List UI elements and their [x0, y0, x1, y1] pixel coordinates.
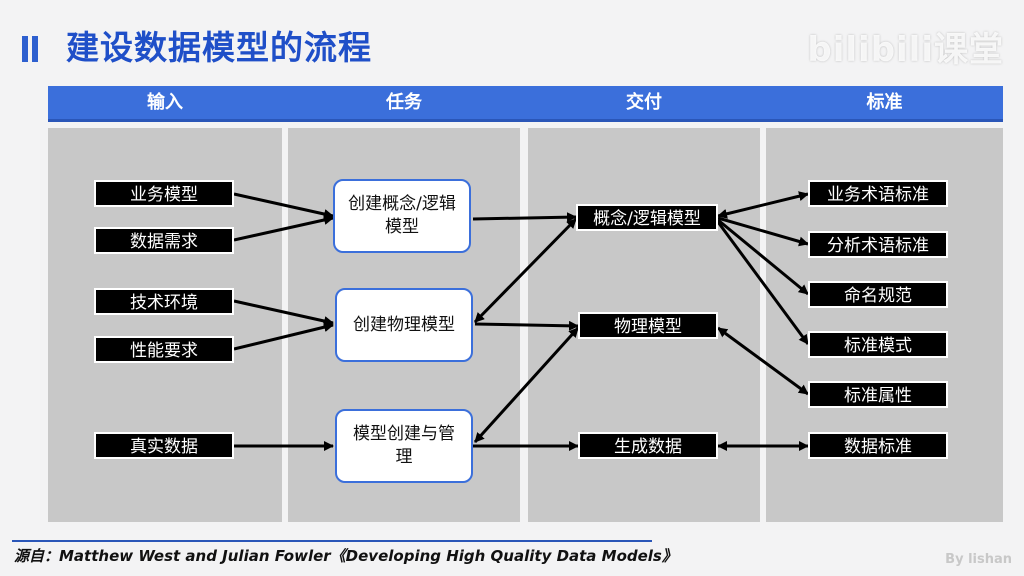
standard-attributes: 标准属性: [808, 381, 948, 408]
input-real-data: 真实数据: [94, 432, 234, 459]
task-model-creation-management: 模型创建与管理: [335, 409, 473, 483]
column-header-input: 输入: [147, 92, 183, 113]
source-citation: 源自：Matthew West and Julian Fowler《Develo…: [14, 547, 677, 565]
standard-schema: 标准模式: [808, 331, 948, 358]
column-header-deliver: 交付: [626, 92, 662, 113]
column-header-standard: 标准: [866, 92, 903, 113]
column-header-bar: 输入 任务 交付 标准: [48, 86, 1003, 122]
input-performance-req: 性能要求: [94, 336, 234, 363]
standard-analysis-terms: 分析术语标准: [808, 231, 948, 258]
deliver-generated-data: 生成数据: [578, 432, 718, 459]
title-accent-bars: [22, 36, 42, 62]
task-create-physical: 创建物理模型: [335, 288, 473, 362]
standard-data: 数据标准: [808, 432, 948, 459]
page-title: 建设数据模型的流程: [66, 28, 372, 67]
bilibili-logo: bilibili课堂: [807, 30, 1004, 70]
author-credit: By lishan: [945, 552, 1012, 567]
input-tech-environment: 技术环境: [94, 288, 234, 315]
deliver-logical-model: 概念/逻辑模型: [576, 204, 718, 231]
footer-divider: [12, 540, 652, 542]
input-data-requirements: 数据需求: [94, 227, 234, 254]
column-header-task: 任务: [386, 92, 422, 113]
deliver-physical-model: 物理模型: [578, 312, 718, 339]
task-create-conceptual-logical: 创建概念/逻辑模型: [333, 179, 471, 253]
standard-business-terms: 业务术语标准: [808, 180, 948, 207]
input-business-model: 业务模型: [94, 180, 234, 207]
standard-naming: 命名规范: [808, 281, 948, 308]
